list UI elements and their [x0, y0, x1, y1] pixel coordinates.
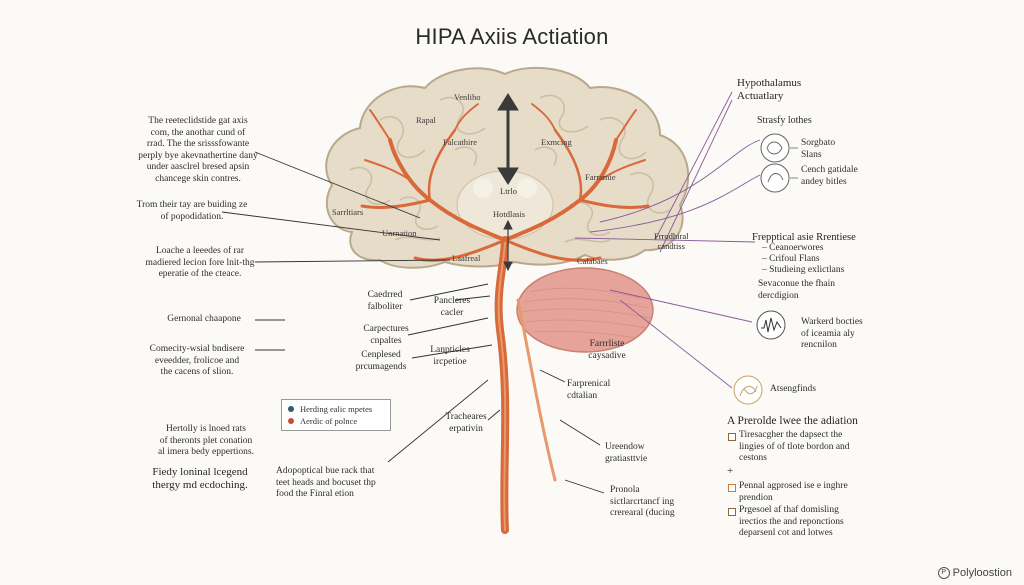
response-item-3: – Studieing exlictlans	[762, 265, 845, 275]
left-bottom-heading: Fiedy loninal lcegend thergy md ecdochin…	[152, 466, 248, 491]
legend: Herding ealic mpetes Aerdic of polnce	[281, 399, 391, 431]
protocol-item-1: Tiresacgher the dapsect the lingies of o…	[739, 430, 850, 463]
center-left-label-2: Pancleres cacler	[433, 296, 471, 318]
left-paragraph-4: Gernonal chaapone	[167, 314, 241, 324]
stem-label-2: Ureendow gratiasttvie	[605, 442, 648, 464]
response-item-1: – Ceanoerwores	[762, 243, 824, 253]
tracheares-label: Tracheares erpativin	[445, 412, 487, 434]
brain-label-left-mid: Falcathire	[443, 137, 477, 147]
legend-item-2-label: Aerdic of polnce	[300, 416, 358, 426]
plus-icon: +	[727, 465, 734, 477]
checkbox-icon	[728, 508, 736, 516]
center-left-label-1: Caedrred falboliter	[367, 290, 403, 312]
brain-nucleus-right	[517, 178, 537, 198]
watermark: P Polyloostion	[937, 567, 1012, 579]
brain-nucleus-left	[473, 178, 493, 198]
central-up-down-arrow	[497, 93, 519, 272]
legend-item-1: Herding ealic mpetes	[288, 404, 372, 414]
brain-gyri	[349, 94, 671, 243]
brain-label-center-lower: Hotdlasis	[493, 209, 526, 219]
copyright-icon: P	[937, 567, 950, 579]
response-item-2: – Crifoul Flans	[762, 254, 820, 264]
center-left-label-5: Cenplesed prcumagends	[355, 350, 407, 372]
protocol-item-4: Prgesoel af thaf domisling irectios the …	[739, 505, 844, 538]
leader-lines-purple	[574, 91, 761, 389]
legend-item-1-label: Herding ealic mpetes	[300, 404, 373, 414]
hypothalamus-heading: Hypothalamus Actuatlary	[737, 77, 802, 102]
brain-label-lower-left-inner: Unrnation	[382, 228, 417, 238]
watermark-text: Polyloostion	[952, 567, 1012, 579]
checkbox-icon	[728, 433, 736, 441]
leader-lines-dark	[221, 151, 605, 494]
brain-label-center-upper: Ltrlo	[500, 186, 517, 196]
severance-text: Sevaconue the fhain dercdigion	[758, 279, 836, 301]
protocol-heading: A Prerolde lwee the adiation	[727, 415, 858, 427]
response-heading: Frepptical asie Rrentiese	[752, 232, 856, 243]
stress-icons	[760, 133, 798, 193]
brain-label-right-lower: Farramie	[585, 172, 616, 182]
brain-label-bottom-center: Laafreal	[452, 253, 481, 263]
checkbox-icon	[728, 484, 736, 492]
synapse-icon	[733, 375, 763, 405]
center-left-label-3: Carpectures cnpaltes	[363, 324, 409, 346]
vessel-network	[360, 103, 650, 534]
center-left-label-4: Lanpticles ircpetioe	[430, 345, 470, 367]
left-paragraph-3: Loache a leeedes of rar madiered lecion …	[145, 246, 255, 279]
left-paragraph-2: Trom their tay are buiding ze of popodid…	[136, 200, 248, 222]
wave-label: Warkerd bocties of iceamia aly rencnilon	[801, 317, 863, 350]
pituitary-texture	[521, 287, 651, 339]
pituitary-side-label: Frrodhiral candtiss	[654, 231, 689, 251]
brain-label-top: Venliho	[454, 92, 481, 102]
stress-heading: Strasfy lothes	[757, 115, 812, 126]
left-paragraph-1: The reeteclidstide gat axis com, the ano…	[138, 116, 258, 184]
atom-label: Atsengfinds	[770, 384, 816, 394]
legend-item-2: Aerdic of polnce	[288, 416, 357, 426]
stem-label-1: Farprenical cdtalian	[567, 379, 611, 401]
left-paragraph-6: Hertolly is lnoed rats of theronts plet …	[157, 424, 255, 457]
legend-dot-icon	[288, 406, 294, 412]
brain-label-right-bottom: Calabaes	[577, 256, 608, 266]
wave-icon	[756, 310, 786, 340]
stem-label-3: Pronola sictlarcrtancf ing crerearal (du…	[610, 485, 675, 518]
brain-label-upper-left: Rapal	[416, 115, 436, 125]
diagram-title: HIPA Axiis Actiation	[415, 24, 609, 49]
stress-item-1: Sorgbato Slans	[801, 138, 836, 160]
left-paragraph-5: Comecity-wsial bndisere eveedder, frolic…	[149, 344, 245, 377]
brain-label-right-mid: Exmcing	[541, 137, 572, 147]
pituitary-label: Farrrliste caysadive	[588, 339, 626, 361]
legend-dot-icon	[288, 418, 294, 424]
protocol-item-3: Pennal agprosed ise e inghre prendion	[739, 481, 848, 503]
brain-label-left-lower: Sarrltiars	[332, 207, 364, 217]
stress-item-2: Cench gatidale andey bitles	[801, 165, 858, 187]
adopotical-label: Adopoptical bue rack that teet heads and…	[276, 466, 376, 499]
